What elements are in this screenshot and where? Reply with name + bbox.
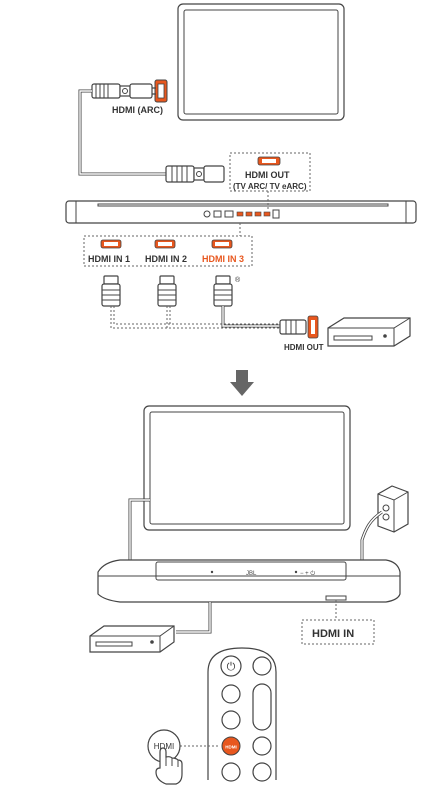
soundbar-logo: JBL	[246, 571, 257, 577]
hdmi-in-port-icons	[100, 239, 233, 249]
hdmi-in-bottom-callout	[301, 619, 375, 645]
hdmi-in-callout	[83, 235, 253, 267]
svg-text:− + ⏻: − + ⏻	[300, 570, 315, 577]
soundbar-front: JBL − + ⏻	[97, 559, 401, 603]
power-outlet-icon	[377, 485, 409, 533]
blu-ray-player-bottom	[89, 625, 175, 653]
hdmi-plug-2	[157, 275, 177, 307]
soundbar-rear	[65, 200, 417, 224]
hdmi-out-label: HDMI OUT	[245, 170, 290, 180]
hdmi-out-port-icon	[257, 156, 281, 166]
remote-control: ⏻ HDMI	[207, 647, 277, 782]
blu-ray-player-top	[327, 317, 411, 347]
hdmi-connector-bottom	[165, 165, 225, 183]
hdmi-connector-top	[91, 83, 156, 99]
down-arrow-icon	[230, 370, 254, 396]
hdmi-plug-1	[101, 275, 121, 307]
cable-in1	[110, 306, 280, 329]
hdmi-in-3-mark: ®	[235, 276, 241, 284]
hand-press-icon	[155, 747, 183, 785]
hdmi-in-1-label: HDMI IN 1	[88, 254, 130, 264]
hdmi-out-callout	[229, 152, 311, 192]
player-cable-bottom	[176, 602, 212, 634]
hdmi-plug-3	[213, 275, 233, 307]
tv-top	[177, 3, 345, 121]
tv-port-label: HDMI (ARC)	[112, 105, 163, 115]
power-icon: ⏻	[227, 661, 236, 673]
hdmi-cable-tv	[78, 89, 168, 176]
player-hdmi-connector	[279, 315, 319, 339]
hdmi-in-2-label: HDMI IN 2	[145, 254, 187, 264]
remote-hdmi-button[interactable]	[221, 736, 241, 756]
tv-hdmi-arc-port	[154, 79, 168, 103]
callout-hdmi-label: HDMI	[154, 742, 174, 751]
tv-bottom	[143, 405, 351, 531]
cable-in3	[221, 306, 280, 328]
hdmi-in-bottom-label: HDMI IN	[312, 628, 354, 640]
remote-hdmi-button-label: HDMI	[225, 745, 237, 750]
player-out-label: HDMI OUT	[284, 343, 324, 352]
hdmi-out-sublabel: (TV ARC/ TV eARC)	[233, 182, 307, 191]
hdmi-in-3-label: HDMI IN 3	[202, 254, 244, 264]
